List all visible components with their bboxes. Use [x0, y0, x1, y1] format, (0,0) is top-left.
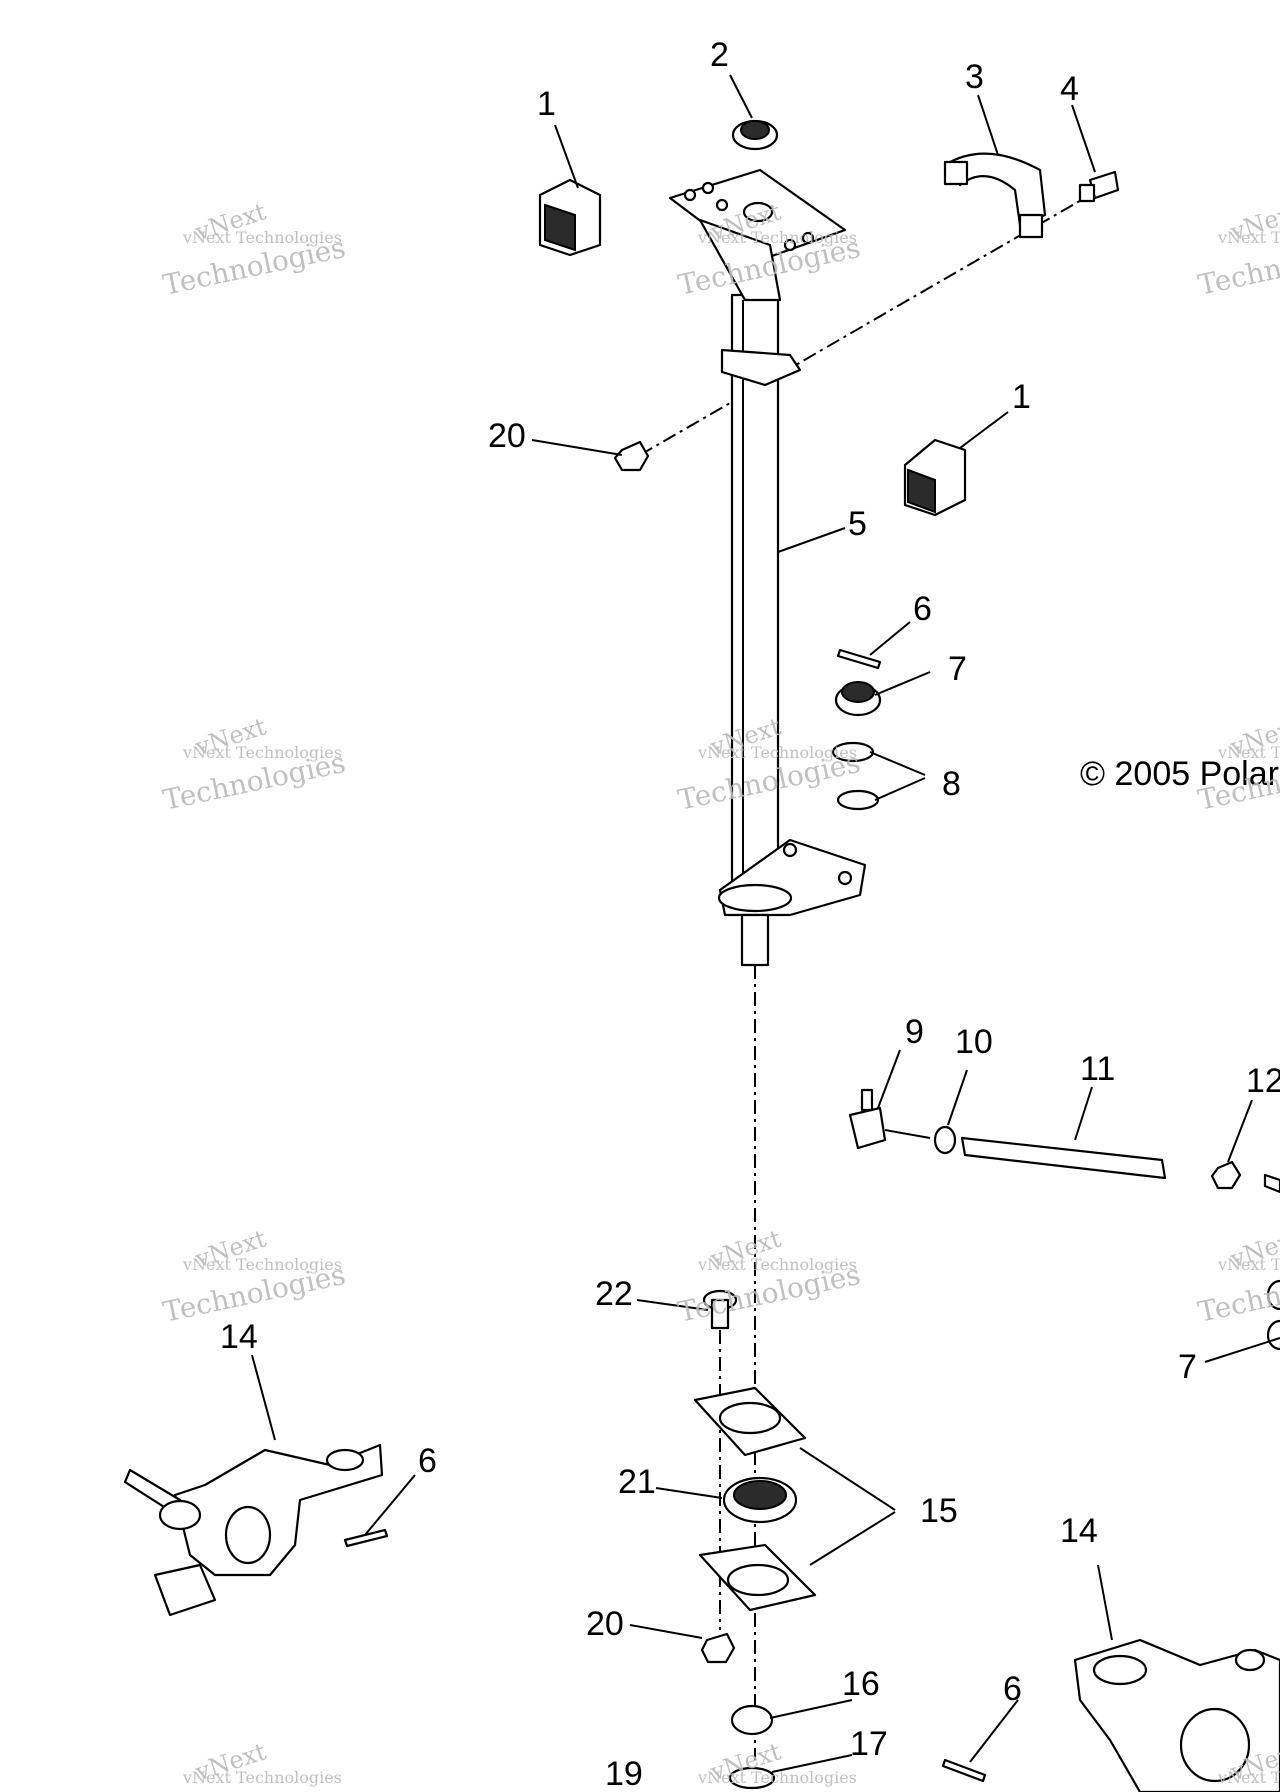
- callout-2: 2: [710, 36, 729, 74]
- callout-9: 9: [905, 1013, 924, 1051]
- castle-nut-upper: [834, 681, 882, 717]
- cotter-pin-upper: [836, 648, 882, 670]
- washer-lower: [836, 789, 880, 811]
- svg-text:vNext Technologies: vNext Technologies: [1217, 1255, 1280, 1274]
- nut-top: [731, 119, 779, 151]
- callout-7-upper: 7: [948, 650, 967, 688]
- svg-text:vNext Technologies: vNext Technologies: [1217, 743, 1280, 762]
- svg-text:vNext Technologies: vNext Technologies: [182, 1255, 342, 1274]
- bearing-housing-upper: [693, 1386, 807, 1457]
- bushing-right: [903, 438, 967, 517]
- bracket-bolt-axis-line: [639, 194, 1091, 456]
- callout-15: 15: [920, 1492, 958, 1530]
- steering-post: [668, 168, 867, 967]
- callout-14-right: 14: [1060, 1512, 1098, 1550]
- watermark: vNext vNext Technologies: [182, 1737, 342, 1787]
- callout-12: 12: [1246, 1062, 1280, 1100]
- svg-text:vNext Technologies: vNext Technologies: [697, 1255, 857, 1274]
- callout-16: 16: [842, 1665, 880, 1703]
- callout-1-right: 1: [1012, 378, 1031, 416]
- bearing-housing-lower: [698, 1543, 817, 1612]
- partial-part-right-upper: [1263, 1173, 1280, 1194]
- watermark: vNext vNext Technologies: [697, 1737, 857, 1787]
- svg-text:vNext Technologies: vNext Technologies: [1217, 1768, 1280, 1787]
- svg-text:vNext Technologies: vNext Technologies: [697, 228, 857, 247]
- callout-5: 5: [848, 505, 867, 543]
- nut-upper-left: [613, 440, 650, 472]
- clamp: [943, 152, 1047, 239]
- svg-text:vNext Technologies: vNext Technologies: [182, 228, 342, 247]
- washer-upper: [831, 741, 875, 763]
- nut-lower: [700, 1632, 736, 1664]
- callout-6-lower: 6: [1003, 1670, 1022, 1708]
- tie-rod: [960, 1136, 1167, 1180]
- svg-text:vNext Technologies: vNext Technologies: [697, 1768, 857, 1787]
- watermark: vNext vNext Technologies Technologies: [160, 1224, 348, 1328]
- callout-7-lower: 7: [1178, 1348, 1197, 1386]
- partial-nut-right: [1266, 1319, 1280, 1351]
- washer-bottom: [728, 1766, 776, 1790]
- bearing: [722, 1476, 798, 1524]
- watermark: vNext vNext Technologies Technologies: [1195, 1224, 1280, 1328]
- svg-text:vNext Technologies: vNext Technologies: [1217, 228, 1280, 247]
- bolt-top: [1078, 170, 1120, 203]
- svg-text:vNext Technologies: vNext Technologies: [182, 743, 342, 762]
- cotter-pin-left: [343, 1528, 389, 1548]
- watermark: vNext vNext Technologies Technologies: [160, 197, 348, 301]
- partial-washer-right: [1266, 1279, 1280, 1311]
- callout-19: 19: [605, 1755, 643, 1792]
- cotter-pin-right: [941, 1758, 987, 1783]
- callout-4: 4: [1060, 70, 1079, 108]
- watermark: vNext vNext Technologies Technologies: [1195, 197, 1280, 301]
- svg-text:vNext Technologies: vNext Technologies: [697, 743, 857, 762]
- bolt-flange: [702, 1289, 738, 1330]
- callout-20-upper: 20: [488, 417, 526, 455]
- callout-14-left: 14: [220, 1318, 258, 1356]
- callout-17: 17: [850, 1725, 888, 1763]
- watermark: vNext vNext Technologies Technologies: [675, 1224, 863, 1328]
- callout-3: 3: [965, 58, 984, 96]
- bushing-upper: [538, 178, 602, 257]
- seal: [730, 1704, 774, 1736]
- svg-text:vNext Technologies: vNext Technologies: [182, 1768, 342, 1787]
- callout-22: 22: [595, 1275, 633, 1313]
- watermark: vNext vNext Technologies Technologies: [160, 712, 348, 816]
- callout-21: 21: [618, 1463, 656, 1501]
- callout-8: 8: [942, 765, 961, 803]
- spindle-right: [1073, 1638, 1280, 1792]
- leader-lines: [251, 74, 1280, 1773]
- callout-6-left: 6: [418, 1442, 437, 1480]
- callout-11: 11: [1080, 1050, 1115, 1088]
- nut-tie-rod: [1210, 1160, 1242, 1190]
- callout-20-lower: 20: [586, 1605, 624, 1643]
- callout-6-upper: 6: [913, 590, 932, 628]
- tie-rod-end: [848, 1088, 931, 1150]
- callouts: 1 2 3 4 1 20 5 6 7 8 9 10 11 12 22 14 6 …: [220, 36, 1280, 1792]
- callout-10: 10: [955, 1023, 993, 1061]
- spindle-left: [123, 1443, 384, 1617]
- jam-nut: [933, 1125, 957, 1155]
- callout-1-upper: 1: [537, 85, 556, 123]
- copyright-notice: © 2005 Polar: [1080, 755, 1279, 793]
